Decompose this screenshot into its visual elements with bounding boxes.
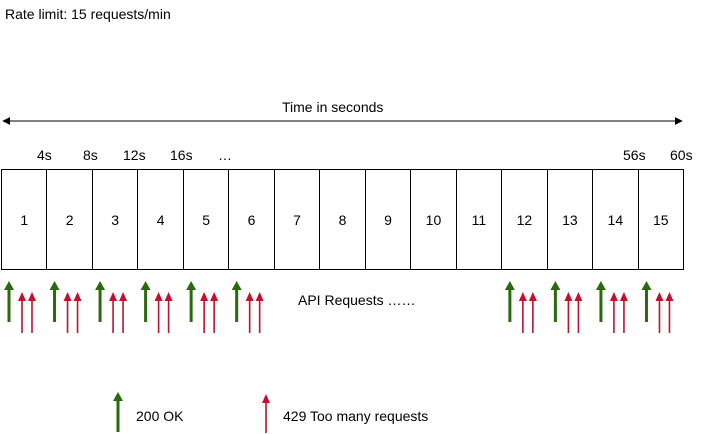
rejected-request-arrow-icon xyxy=(528,292,537,333)
rejected-request-arrow-icon xyxy=(574,292,583,333)
tick-label: … xyxy=(218,147,232,163)
rejected-request-arrow-icon xyxy=(154,292,163,333)
ok-request-arrow-icon xyxy=(49,281,60,322)
time-slot: 11 xyxy=(457,170,503,269)
rejected-request-arrow-icon xyxy=(655,292,664,333)
rejected-request-arrow-icon xyxy=(119,292,128,333)
rejected-request-arrow-icon xyxy=(200,292,209,333)
time-slot: 4 xyxy=(138,170,184,269)
rejected-request-arrow-icon xyxy=(609,292,618,333)
ok-request-arrow-icon xyxy=(595,281,606,322)
rejected-request-arrow-icon xyxy=(109,292,118,333)
rejected-request-arrow-icon xyxy=(18,292,26,333)
ok-request-arrow-icon xyxy=(641,281,652,322)
legend-ok-label: 200 OK xyxy=(136,408,184,424)
tick-label: 8s xyxy=(83,147,98,163)
time-slot: 3 xyxy=(93,170,139,269)
ok-request-arrow-icon xyxy=(140,281,151,322)
ok-request-arrow-icon xyxy=(504,281,515,322)
rejected-request-arrow-icon xyxy=(164,292,173,333)
legend-rejected-arrow-icon xyxy=(262,394,270,433)
time-slot: 9 xyxy=(366,170,412,269)
time-slot: 7 xyxy=(275,170,321,269)
time-slot: 15 xyxy=(653,211,669,228)
rejected-request-arrow-icon xyxy=(255,292,264,333)
rejected-request-arrow-icon xyxy=(564,292,573,333)
tick-label: 60s xyxy=(670,147,693,163)
time-slot: 10 xyxy=(411,170,457,269)
time-slot: 13 xyxy=(548,170,594,269)
rejected-request-arrow-icon xyxy=(245,292,254,333)
legend-rejected-label: 429 Too many requests xyxy=(283,408,429,424)
ok-request-arrow-icon xyxy=(95,281,106,322)
rate-limit-title: Rate limit: 15 requests/min xyxy=(5,6,171,22)
time-slot: 14 xyxy=(593,170,639,269)
time-slot: 6 xyxy=(229,170,275,269)
rejected-request-arrow-icon xyxy=(665,292,674,333)
tick-label: 16s xyxy=(170,147,193,163)
legend-icons xyxy=(113,392,270,433)
tick-label: 56s xyxy=(623,147,646,163)
request-arrows xyxy=(4,281,674,333)
rejected-request-arrow-icon xyxy=(619,292,628,333)
api-requests-label: API Requests …… xyxy=(298,292,416,308)
time-slot: 12 xyxy=(502,170,548,269)
rejected-request-arrow-icon xyxy=(518,292,527,333)
time-slot: 8 xyxy=(320,170,366,269)
time-slot: 1 xyxy=(2,170,48,269)
time-slot: 2 xyxy=(47,170,93,269)
ok-request-arrow-icon xyxy=(550,281,561,322)
rejected-request-arrow-icon xyxy=(63,292,72,333)
tick-label: 12s xyxy=(123,147,146,163)
rejected-request-arrow-icon xyxy=(28,292,36,333)
rejected-request-arrow-icon xyxy=(73,292,82,333)
ok-request-arrow-icon xyxy=(4,281,14,322)
tick-label: 4s xyxy=(37,147,52,163)
time-slot: 5 xyxy=(184,170,230,269)
time-slots-row: 1 2 3 4 5 6 7 8 9 10 11 12 13 14 15 xyxy=(1,169,684,270)
ok-request-arrow-icon xyxy=(231,281,242,322)
ok-request-arrow-icon xyxy=(186,281,197,322)
time-axis-label: Time in seconds xyxy=(282,99,384,115)
rejected-request-arrow-icon xyxy=(210,292,219,333)
legend-ok-arrow-icon xyxy=(113,392,123,432)
